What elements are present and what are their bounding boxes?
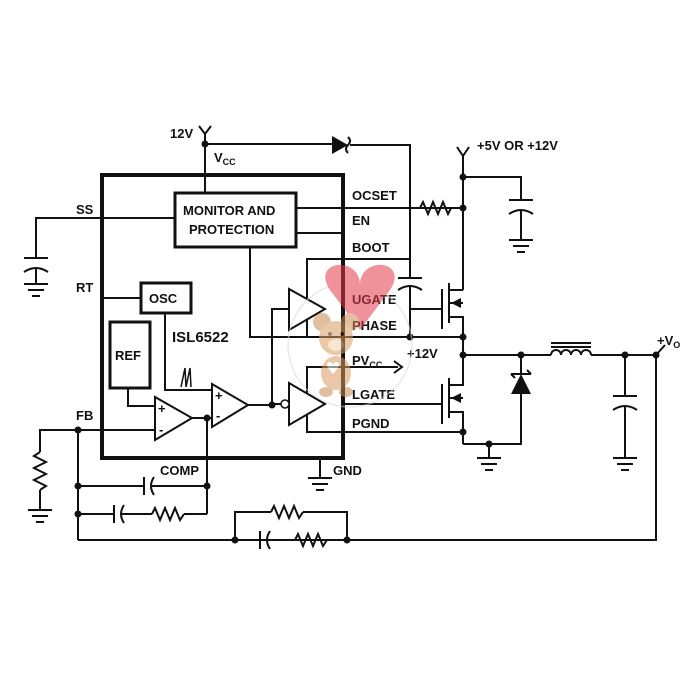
pin-lgate: LGATE xyxy=(352,387,395,402)
ref-block xyxy=(108,320,152,390)
error-amp-minus: - xyxy=(159,422,163,437)
boot-diode xyxy=(332,136,348,154)
pin-gnd: GND xyxy=(333,463,362,478)
ss-capacitor xyxy=(23,257,49,297)
pin-ocset: OCSET xyxy=(352,188,397,203)
sawtooth-waveform xyxy=(180,367,192,388)
pin-rt: RT xyxy=(76,280,93,295)
pin-boot: BOOT xyxy=(352,240,390,255)
junction-dots xyxy=(74,140,660,544)
boot-wire xyxy=(350,144,411,278)
vout-label: +VO xyxy=(657,333,680,350)
chip-name: ISL6522 xyxy=(172,329,229,346)
vcc-pin-label: VCC xyxy=(214,150,236,167)
vin-rail xyxy=(456,146,534,290)
vin-label: +5V OR +12V xyxy=(477,138,558,153)
lower-mosfet xyxy=(343,337,464,432)
teddy-bear-heart-icon xyxy=(287,264,413,408)
pvcc-supply-label: +12V xyxy=(407,346,438,361)
monitor-label-line2: PROTECTION xyxy=(189,222,274,237)
ref-label: REF xyxy=(115,348,141,363)
pin-pgnd: PGND xyxy=(352,416,390,431)
ocset-resistor xyxy=(419,199,452,217)
pin-pvcc: PVCC xyxy=(352,353,383,370)
comparator-minus: - xyxy=(216,408,220,423)
pwm-comparator xyxy=(211,382,250,429)
pin-ss: SS xyxy=(76,202,94,217)
monitor-label-line1: MONITOR AND xyxy=(183,203,275,218)
schottky-cathode xyxy=(345,136,351,154)
error-amp-plus: + xyxy=(158,401,166,416)
upper-mosfet xyxy=(410,283,464,337)
osc-label: OSC xyxy=(149,291,178,306)
pin-en: EN xyxy=(352,213,370,228)
compensation-network xyxy=(28,429,348,550)
pvcc-arrow xyxy=(393,360,404,374)
comparator-plus: + xyxy=(215,388,223,403)
internal-wiring xyxy=(35,144,463,491)
inverting-bubble xyxy=(280,399,290,409)
error-amplifier xyxy=(154,395,194,442)
monitor-protection-block xyxy=(173,191,298,249)
vcc-in-label: 12V xyxy=(170,126,193,141)
vcc-supply xyxy=(198,125,332,145)
pin-fb: FB xyxy=(76,408,93,423)
pin-comp: COMP xyxy=(160,463,199,478)
